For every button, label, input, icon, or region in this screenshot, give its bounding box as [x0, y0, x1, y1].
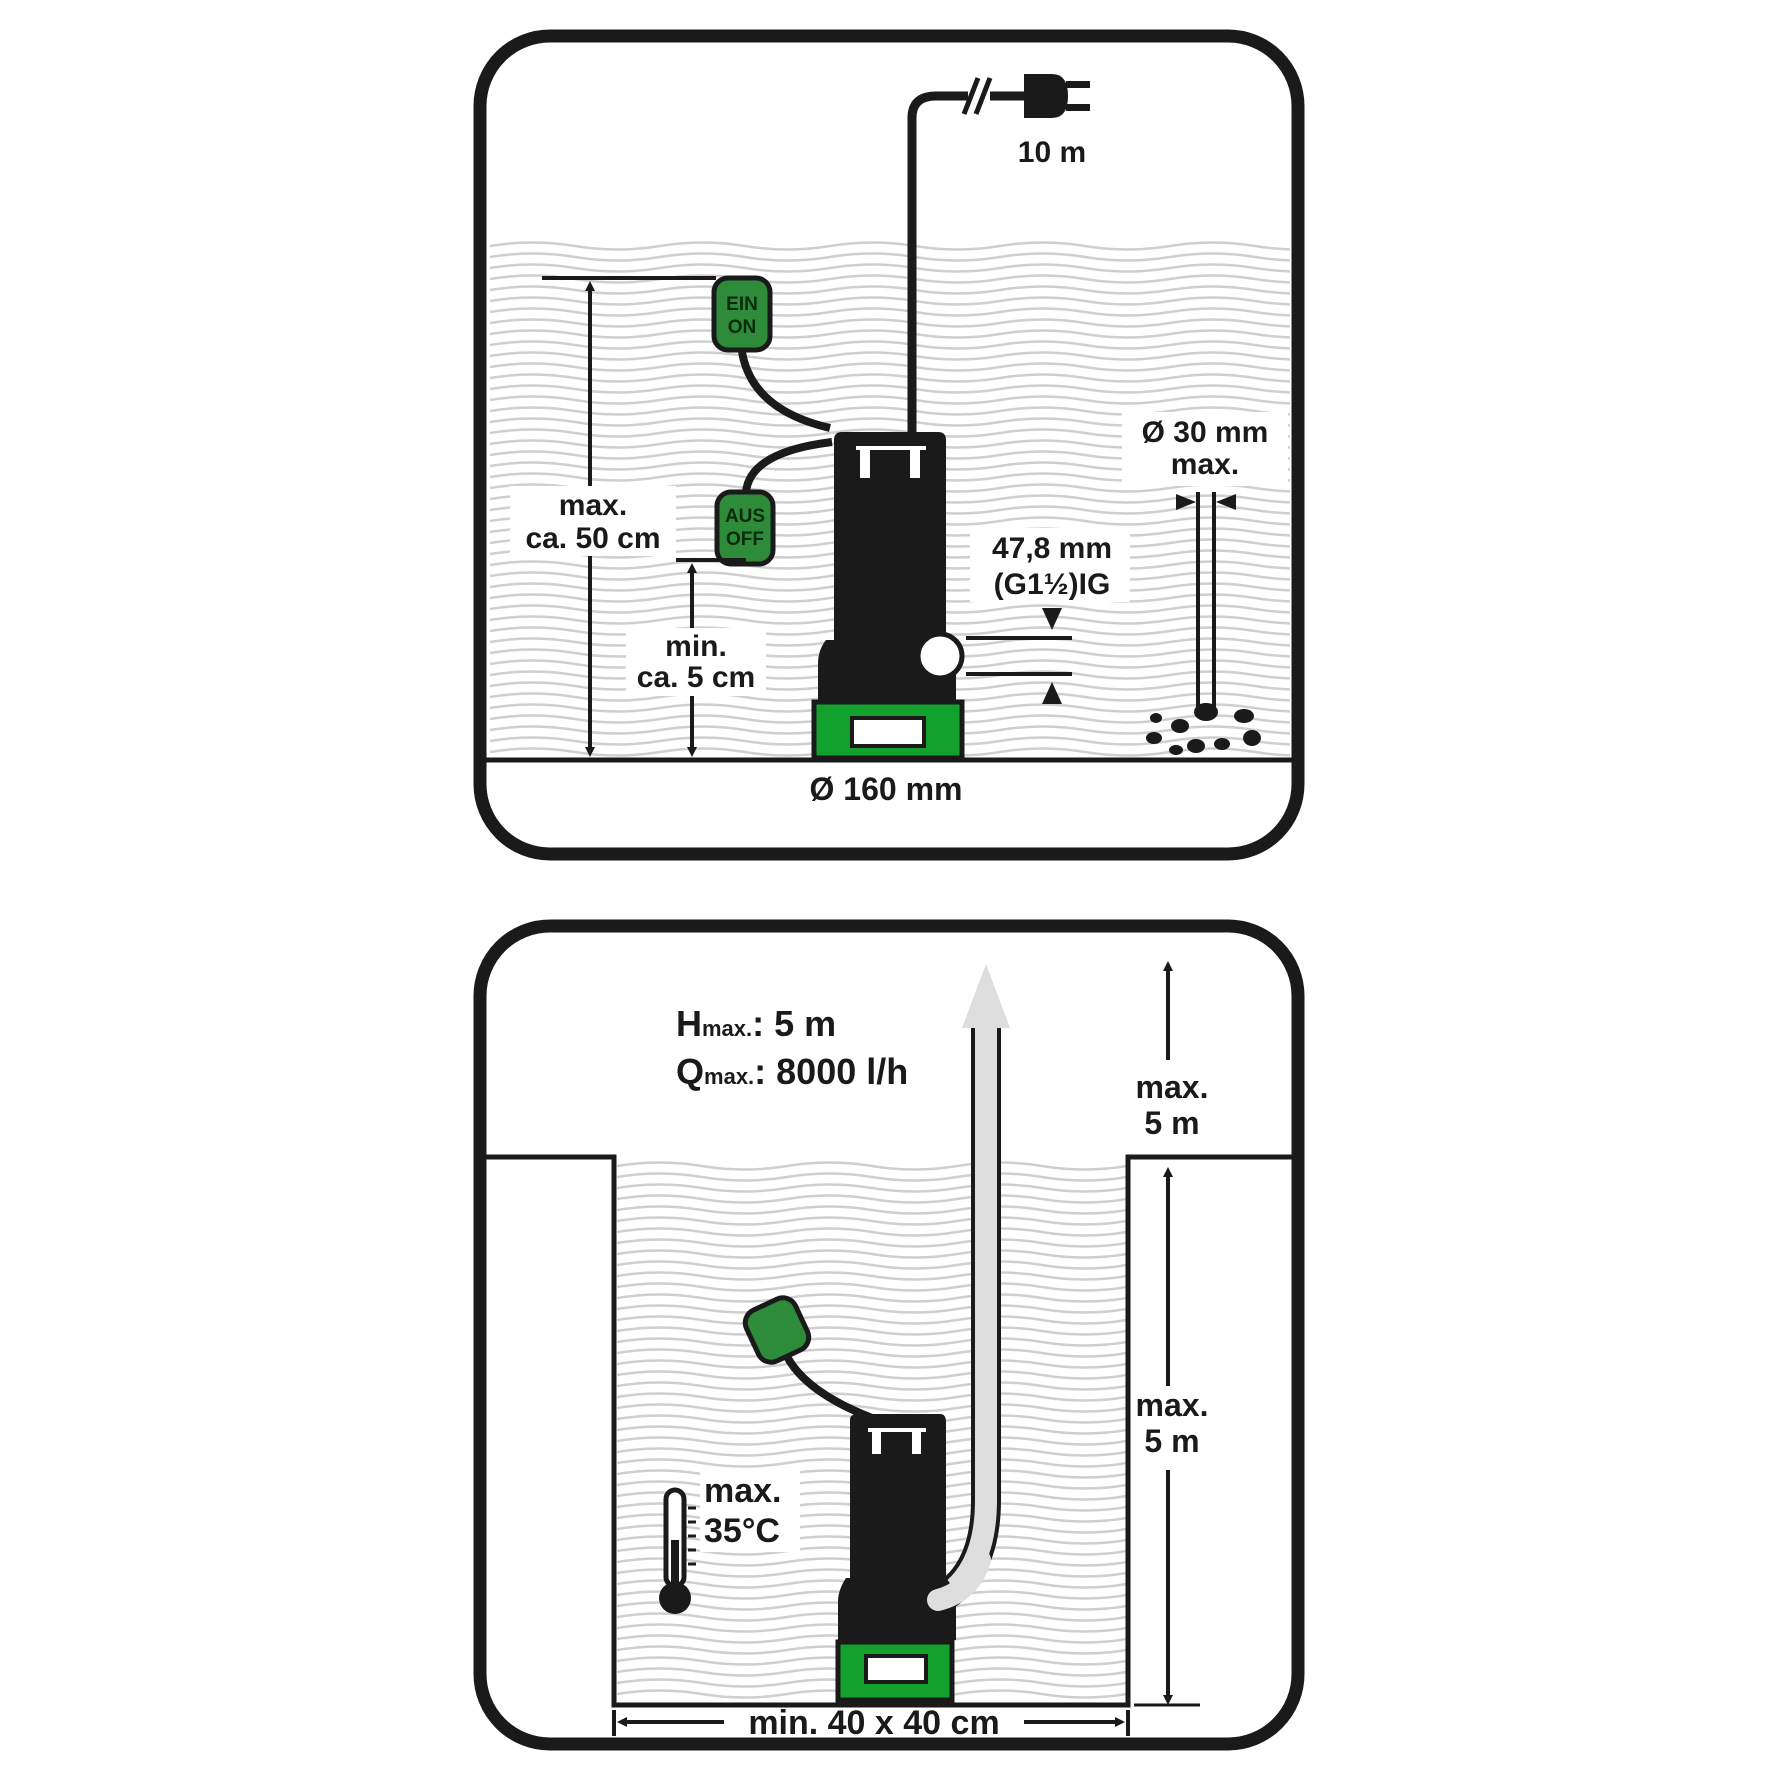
- water-wave-line: [617, 1634, 1129, 1644]
- water-wave-line: [617, 1612, 1129, 1622]
- head-spec-label: Hmax.: 5 m: [676, 1003, 836, 1044]
- min-level-label-2: ca. 5 cm: [637, 661, 755, 694]
- flow-spec-label: Qmax.: 8000 l/h: [676, 1051, 908, 1092]
- water-wave-line: [617, 1337, 1129, 1347]
- depth-label-1: max.: [1136, 1387, 1209, 1423]
- water-wave-line: [617, 1370, 1129, 1380]
- thermometer-icon: [659, 1487, 696, 1614]
- particle-arrow-left: [1176, 494, 1196, 510]
- top-panel: 10 m EIN ON AUS OFF max.: [473, 29, 1305, 861]
- water-wave-line: [617, 1414, 1129, 1424]
- pit-outline: [486, 1154, 1292, 1708]
- head-label-1: max.: [1136, 1069, 1209, 1105]
- max-level-label-2: ca. 50 cm: [525, 522, 660, 555]
- switch-on-label-2: ON: [728, 317, 757, 338]
- min-level-label-1: min.: [665, 630, 727, 663]
- temp-label-bg: [700, 1470, 800, 1552]
- pump-icon: [811, 432, 965, 761]
- water-wave-line: [617, 1348, 1129, 1358]
- water-wave-line: [617, 1205, 1129, 1215]
- water-wave-line: [617, 1359, 1129, 1369]
- float-cable-on: [738, 351, 831, 432]
- cable-break-icon: [961, 77, 993, 115]
- pump-bottom-icon: [835, 1414, 956, 1703]
- water-wave-line: [617, 1601, 1129, 1611]
- water-wave-line: [617, 1271, 1129, 1281]
- water-wave-line: [617, 1227, 1129, 1237]
- min-level-label-bg: [626, 628, 766, 696]
- debris-particles: [1146, 703, 1261, 755]
- outlet-label-bg: [970, 528, 1130, 602]
- water-wave-line: [617, 1381, 1129, 1391]
- water-wave-line: [617, 1315, 1129, 1325]
- water-wave-line: [617, 1238, 1129, 1248]
- switch-off-label-1: AUS: [725, 506, 765, 527]
- water-wave-line: [617, 1293, 1129, 1303]
- water-wave-line: [617, 1161, 1129, 1171]
- power-cable: [907, 91, 968, 440]
- bottom-panel: max. 35°C Hmax.: 5 m Qmax.: 8000 l/h max…: [473, 919, 1305, 1751]
- water-wave-line: [617, 1403, 1129, 1413]
- float-cable-off: [742, 438, 833, 493]
- switch-on-label-1: EIN: [726, 294, 758, 315]
- water-wave-line: [617, 1656, 1129, 1666]
- diameter-label: Ø 160 mm: [810, 771, 963, 807]
- water-wave-line: [617, 1458, 1129, 1468]
- water-wave-line: [617, 1392, 1129, 1402]
- water-wave-line: [617, 1194, 1129, 1204]
- power-plug-icon: [1024, 74, 1090, 118]
- water-wave-line: [617, 1172, 1129, 1182]
- water-wave-line: [617, 1546, 1129, 1556]
- water-wave-line: [617, 1425, 1129, 1435]
- outlet-label-2: (G1½)IG: [994, 568, 1111, 601]
- float-switch-off-icon: AUS OFF: [714, 489, 776, 567]
- switch-off-label-2: OFF: [726, 529, 764, 550]
- float-switch-bottom-icon: [742, 1295, 812, 1365]
- pit-width-label: min. 40 x 40 cm: [748, 1704, 999, 1742]
- water-wave-line: [617, 1183, 1129, 1193]
- particle-arrow-right: [1216, 494, 1236, 510]
- temp-label-2: 35°C: [704, 1512, 780, 1550]
- particle-label-2: max.: [1171, 448, 1239, 481]
- water-wave-line: [617, 1689, 1129, 1699]
- water-wave-line: [617, 1678, 1129, 1688]
- max-level-label-1: max.: [559, 489, 627, 522]
- water-wave-line: [617, 1249, 1129, 1259]
- head-label-2: 5 m: [1144, 1105, 1199, 1141]
- water-wave-line: [617, 1326, 1129, 1336]
- outlet-label-1: 47,8 mm: [992, 532, 1112, 565]
- water-wave-line: [617, 1216, 1129, 1226]
- water-wave-line: [617, 1645, 1129, 1655]
- water-wave-line: [617, 1667, 1129, 1677]
- temp-label-1: max.: [704, 1472, 782, 1510]
- float-switch-icon: EIN ON: [711, 275, 773, 353]
- water-wave-line: [617, 1260, 1129, 1270]
- particle-label-bg: [1122, 412, 1288, 486]
- outlet-arrow-down: [1042, 608, 1062, 630]
- max-level-label-bg: [510, 486, 676, 556]
- water-wave-line: [617, 1447, 1129, 1457]
- water-wave-line: [617, 1304, 1129, 1314]
- water-wave-line: [617, 1436, 1129, 1446]
- water-wave-line: [617, 1623, 1129, 1633]
- cable-length-label: 10 m: [1018, 136, 1086, 169]
- water-wave-line: [617, 1282, 1129, 1292]
- depth-label-2: 5 m: [1144, 1423, 1199, 1459]
- particle-label-1: Ø 30 mm: [1142, 416, 1269, 449]
- outlet-arrow-up: [1042, 682, 1062, 704]
